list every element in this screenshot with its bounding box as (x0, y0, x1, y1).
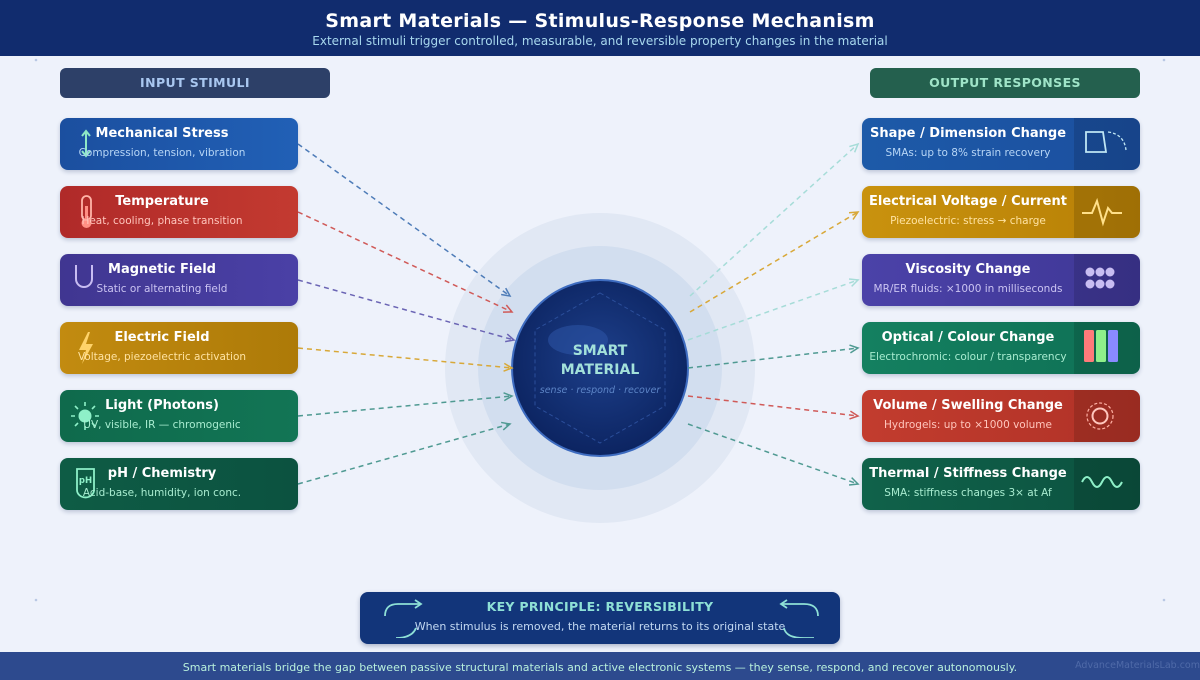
input-card-mechanical-stress: Mechanical Stress Compression, tension, … (60, 118, 298, 170)
output-arrow-head (849, 410, 860, 420)
output-arrow-head (848, 278, 860, 287)
shape-change-icon (1085, 131, 1127, 153)
center-highlight (548, 325, 608, 355)
waveform-icon (1082, 197, 1122, 227)
output-card-thermal-stiffness: Thermal / Stiffness Change SMA: stiffnes… (862, 458, 1140, 510)
output-card-electrical-voltage: Electrical Voltage / Current Piezoelectr… (862, 186, 1140, 238)
output-title: Viscosity Change (905, 262, 1031, 277)
footer-bar: Smart materials bridge the gap between p… (0, 652, 1200, 680)
lightning-icon (79, 332, 93, 364)
input-title: Mechanical Stress (95, 126, 229, 141)
input-arrow-head (502, 304, 514, 313)
cycle-arrow-icon (384, 599, 423, 638)
color-bars-icon (1084, 330, 1118, 362)
output-arrow (689, 211, 859, 313)
output-icon-box (1074, 254, 1140, 306)
key-principle-title: KEY PRINCIPLE: REVERSIBILITY (486, 599, 714, 614)
center-label-line2: MATERIAL (561, 362, 640, 378)
input-subtitle: Static or alternating field (96, 283, 228, 295)
output-title: Thermal / Stiffness Change (869, 466, 1067, 481)
output-subtitle: Piezoelectric: stress → charge (890, 215, 1046, 227)
input-card-ph-chemistry: pH pH / Chemistry Acid-base, humidity, i… (60, 458, 298, 510)
sun-icon (71, 402, 99, 430)
input-subtitle: Voltage, piezoelectric activation (77, 351, 247, 363)
input-title: Electric Field (114, 330, 210, 345)
input-arrow-head (505, 333, 516, 343)
input-card-light: Light (Photons) UV, visible, IR — chromo… (60, 390, 298, 442)
output-title: Volume / Swelling Change (873, 398, 1063, 413)
beaker-icon-label: pH (79, 476, 92, 486)
magnet-icon (75, 265, 93, 288)
swelling-icon (1086, 402, 1114, 430)
output-arrow-head (848, 477, 860, 486)
output-card-shape-change: Shape / Dimension Change SMAs: up to 8% … (862, 118, 1140, 170)
output-card-optical-colour: Optical / Colour Change Electrochromic: … (862, 322, 1140, 374)
input-title: pH / Chemistry (107, 466, 217, 481)
arrow-stress-icon (81, 129, 91, 158)
footer-text: Smart materials bridge the gap between p… (182, 661, 1018, 674)
center-tagline: sense · respond · recover (540, 385, 662, 396)
input-arrow-head (501, 287, 512, 298)
input-arrow-head (503, 392, 514, 402)
input-title: Light (Photons) (105, 398, 219, 413)
input-title: Temperature (115, 194, 209, 209)
output-icon-box (1074, 118, 1140, 170)
output-icon-box (1074, 322, 1140, 374)
output-arrow-head (848, 211, 860, 220)
cycle-arrow-icon (779, 599, 819, 638)
page-title: Smart Materials — Stimulus-Response Mech… (325, 10, 875, 32)
input-subtitle: Heat, cooling, phase transition (81, 215, 243, 227)
output-subtitle: Hydrogels: up to ×1000 volume (884, 419, 1052, 431)
input-subtitle: Acid-base, humidity, ion conc. (82, 487, 242, 499)
footer-watermark: AdvanceMaterialsLab.com (1075, 660, 1200, 671)
input-arrow (297, 279, 515, 341)
input-subtitle: UV, visible, IR — chromogenic (83, 419, 241, 431)
center-hexagon (534, 292, 666, 444)
key-principle-description: When stimulus is removed, the material r… (414, 620, 786, 633)
input-subtitle: Compression, tension, vibration (78, 147, 246, 159)
output-subtitle: SMAs: up to 8% strain recovery (885, 147, 1051, 159)
input-arrow (297, 143, 511, 297)
output-arrow (687, 347, 859, 369)
input-arrow (297, 211, 513, 313)
input-card-electric-field: Electric Field Voltage, piezoelectric ac… (60, 322, 298, 374)
page-subtitle: External stimuli trigger controlled, mea… (312, 34, 888, 48)
input-arrow (297, 423, 511, 485)
output-subtitle: SMA: stiffness changes 3× at Af (884, 487, 1052, 499)
output-arrow (687, 423, 859, 485)
output-title: Shape / Dimension Change (869, 126, 1067, 141)
input-arrow-head (503, 362, 514, 372)
output-arrow-head (849, 142, 860, 153)
output-icon-box (1074, 458, 1140, 510)
input-card-temperature: Temperature Heat, cooling, phase transit… (60, 186, 298, 238)
input-arrow-head (501, 421, 512, 431)
output-subtitle: MR/ER fluids: ×1000 in milliseconds (873, 283, 1063, 295)
input-stimuli-header: INPUT STIMULI (60, 68, 330, 98)
key-principle-box: KEY PRINCIPLE: REVERSIBILITY When stimul… (360, 592, 840, 644)
output-title: Electrical Voltage / Current (869, 194, 1067, 209)
output-card-volume-swelling: Volume / Swelling Change Hydrogels: up t… (862, 390, 1140, 442)
thermometer-icon (81, 195, 92, 228)
output-arrow (687, 279, 859, 341)
output-arrow (687, 395, 859, 417)
connection-arrows (297, 142, 860, 486)
output-arrow (689, 143, 859, 297)
output-responses-header: OUTPUT RESPONSES (870, 68, 1140, 98)
output-card-viscosity: Viscosity Change MR/ER fluids: ×1000 in … (862, 254, 1140, 306)
output-arrow-head (849, 344, 860, 354)
output-subtitle: Electrochromic: colour / transparency (869, 351, 1067, 363)
output-title: Optical / Colour Change (881, 330, 1055, 345)
output-icon-box (1074, 390, 1140, 442)
input-card-magnetic-field: Magnetic Field Static or alternating fie… (60, 254, 298, 306)
input-title: Magnetic Field (108, 262, 216, 277)
center-label-line1: SMART (573, 343, 628, 359)
output-icon-box (1074, 186, 1140, 238)
sine-wave-icon (1081, 476, 1123, 488)
decor-dots (34, 58, 1166, 602)
beaker-icon: pH (76, 468, 95, 499)
header-bar: Smart Materials — Stimulus-Response Mech… (0, 0, 1200, 56)
particles-icon (1085, 267, 1115, 289)
